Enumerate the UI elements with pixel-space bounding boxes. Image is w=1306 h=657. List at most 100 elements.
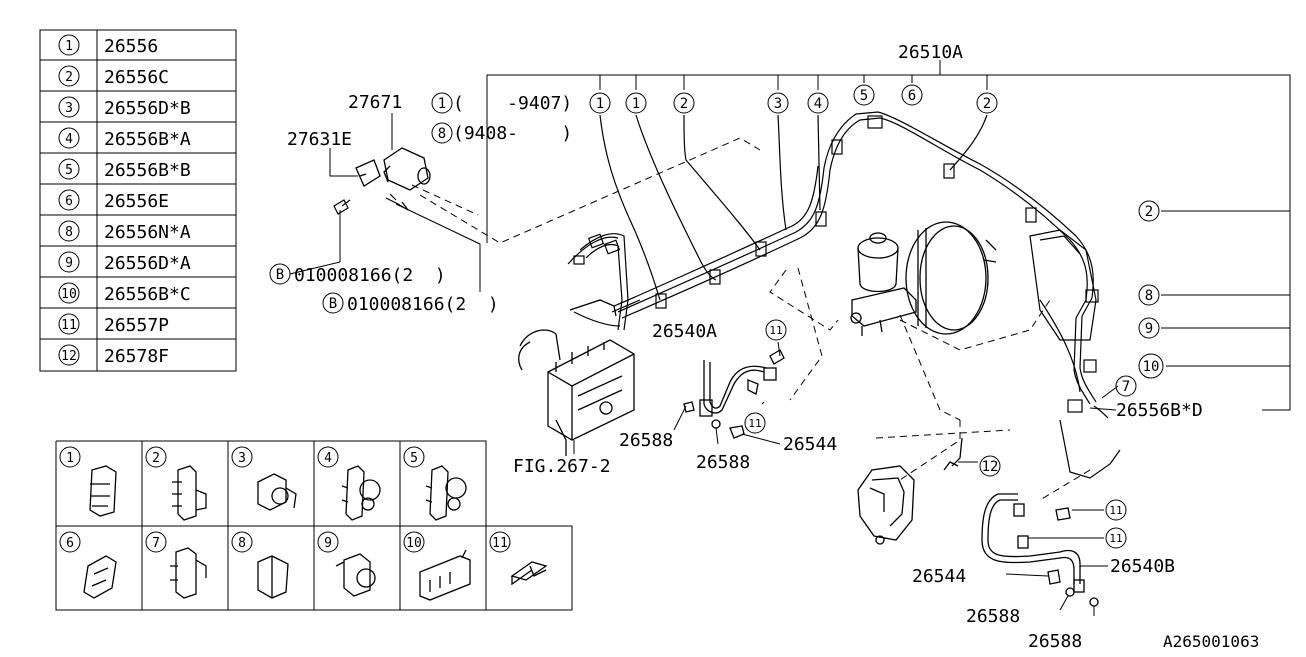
clip-number: 3 [238, 451, 246, 466]
hose-26540b [981, 493, 1099, 607]
table-row-part: 26556D*B [104, 98, 191, 119]
callout-label: 9 [1145, 321, 1153, 337]
table-row-part: 26556B*A [104, 129, 191, 150]
label-26540a: 26540A [652, 321, 717, 342]
label-bolt-1: 010008166(2 ) [294, 265, 446, 286]
brake-pipes [599, 111, 1109, 419]
clip-number: 7 [152, 536, 160, 551]
clip-number: 10 [406, 536, 422, 551]
table-row-num: 11 [61, 318, 77, 333]
table-row-part: 26556B*C [104, 284, 191, 305]
label-bolt-2: 010008166(2 ) [347, 294, 499, 315]
parts-table [39, 29, 237, 372]
label-27631e: 27631E [287, 129, 352, 150]
table-row-num: 10 [61, 287, 77, 302]
table-row-part: 26557P [104, 315, 169, 336]
heat-shield [1029, 229, 1121, 479]
clip-9-icon [335, 553, 376, 597]
clip-number: 2 [152, 451, 160, 466]
callout-label: 2 [983, 96, 991, 112]
label-26588: 26588 [696, 452, 750, 473]
clip-number: 1 [66, 451, 74, 466]
sensor-27671 [355, 147, 431, 191]
table-row-part: 26578F [104, 346, 169, 367]
callout-label: 1 [632, 96, 640, 112]
clip-3-icon [257, 473, 297, 511]
clip-number: 11 [492, 536, 508, 551]
table-row-num: 3 [65, 101, 73, 116]
clip-6-icon [83, 555, 117, 599]
callout-circles [269, 84, 1164, 549]
label-26588: 26588 [1028, 631, 1082, 652]
clip-number: 8 [238, 536, 246, 551]
date-note-1: ( -9407) [453, 93, 572, 114]
callout-label: 11 [1109, 532, 1122, 545]
label-fig-ref: FIG.267-2 [513, 456, 611, 477]
table-row-num: 9 [65, 256, 73, 271]
date-note-8: (9408- ) [453, 123, 572, 144]
catalog-code: A265001063 [1163, 632, 1259, 651]
master-cylinder [850, 232, 917, 336]
callout-label: 5 [860, 88, 868, 104]
callout-label: 2 [1145, 204, 1153, 220]
clip-2-icon [172, 465, 207, 521]
callout-label: 7 [1122, 379, 1130, 395]
brake-booster [905, 221, 997, 335]
table-row-part: 26556D*A [104, 253, 191, 274]
table-row-num: 5 [65, 163, 73, 178]
table-row-part: 26556N*A [104, 222, 191, 243]
clip-11-icon [510, 561, 548, 586]
label-26510a: 26510A [898, 42, 963, 63]
clip-8-icon [257, 555, 289, 599]
callout-label: 4 [814, 96, 822, 112]
table-row-num: 4 [65, 132, 73, 147]
clip-1-icon [89, 465, 117, 517]
caliper [857, 437, 963, 545]
clip-number: 6 [66, 536, 74, 551]
bolts [333, 193, 409, 215]
callout-label: 1 [596, 96, 604, 112]
abs-hydraulic-unit [518, 299, 635, 456]
parts-table-numbers [58, 34, 80, 366]
table-row-num: 6 [65, 194, 73, 209]
clip-4-icon [341, 465, 381, 521]
table-row-num: 2 [65, 70, 73, 85]
pipe-clip-markers [655, 115, 1099, 413]
clip-grid [55, 440, 573, 611]
clip-grid-number-circles [59, 446, 511, 553]
label-26540b: 26540B [1110, 556, 1175, 577]
assembly-bracket [486, 60, 1291, 411]
label-27671: 27671 [348, 92, 402, 113]
callout-label: 2 [680, 96, 688, 112]
callout-label: 1 [438, 96, 446, 112]
callout-label: 11 [1109, 504, 1122, 517]
clip-number: 4 [324, 451, 332, 466]
table-row-part: 26556E [104, 191, 169, 212]
clip-5-icon [425, 465, 467, 521]
callout-label: 11 [748, 417, 761, 430]
callout-label: 10 [1143, 359, 1160, 375]
callout-label: 3 [774, 96, 782, 112]
clip-number: 5 [410, 451, 418, 466]
label-26556bd: 26556B*D [1116, 400, 1203, 421]
callout-label: 11 [769, 324, 782, 337]
label-26544: 26544 [912, 566, 966, 587]
label-26544: 26544 [783, 434, 837, 455]
table-row-part: 26556C [104, 67, 169, 88]
clip-7-icon [170, 547, 207, 599]
label-26588: 26588 [619, 430, 673, 451]
table-row-num: 1 [65, 39, 73, 54]
phantom-lines [411, 137, 1091, 501]
callout-label: 6 [908, 88, 916, 104]
hose-26540a [683, 349, 785, 439]
callout-label: 12 [982, 459, 999, 475]
abs-pipe-cluster [567, 233, 641, 331]
clip-number: 9 [324, 536, 332, 551]
bolt-mark: B [276, 267, 284, 283]
callout-label: 8 [1145, 288, 1153, 304]
table-row-num: 8 [65, 225, 73, 240]
bolt-mark: B [329, 296, 337, 312]
clip-10-icon [419, 549, 471, 601]
